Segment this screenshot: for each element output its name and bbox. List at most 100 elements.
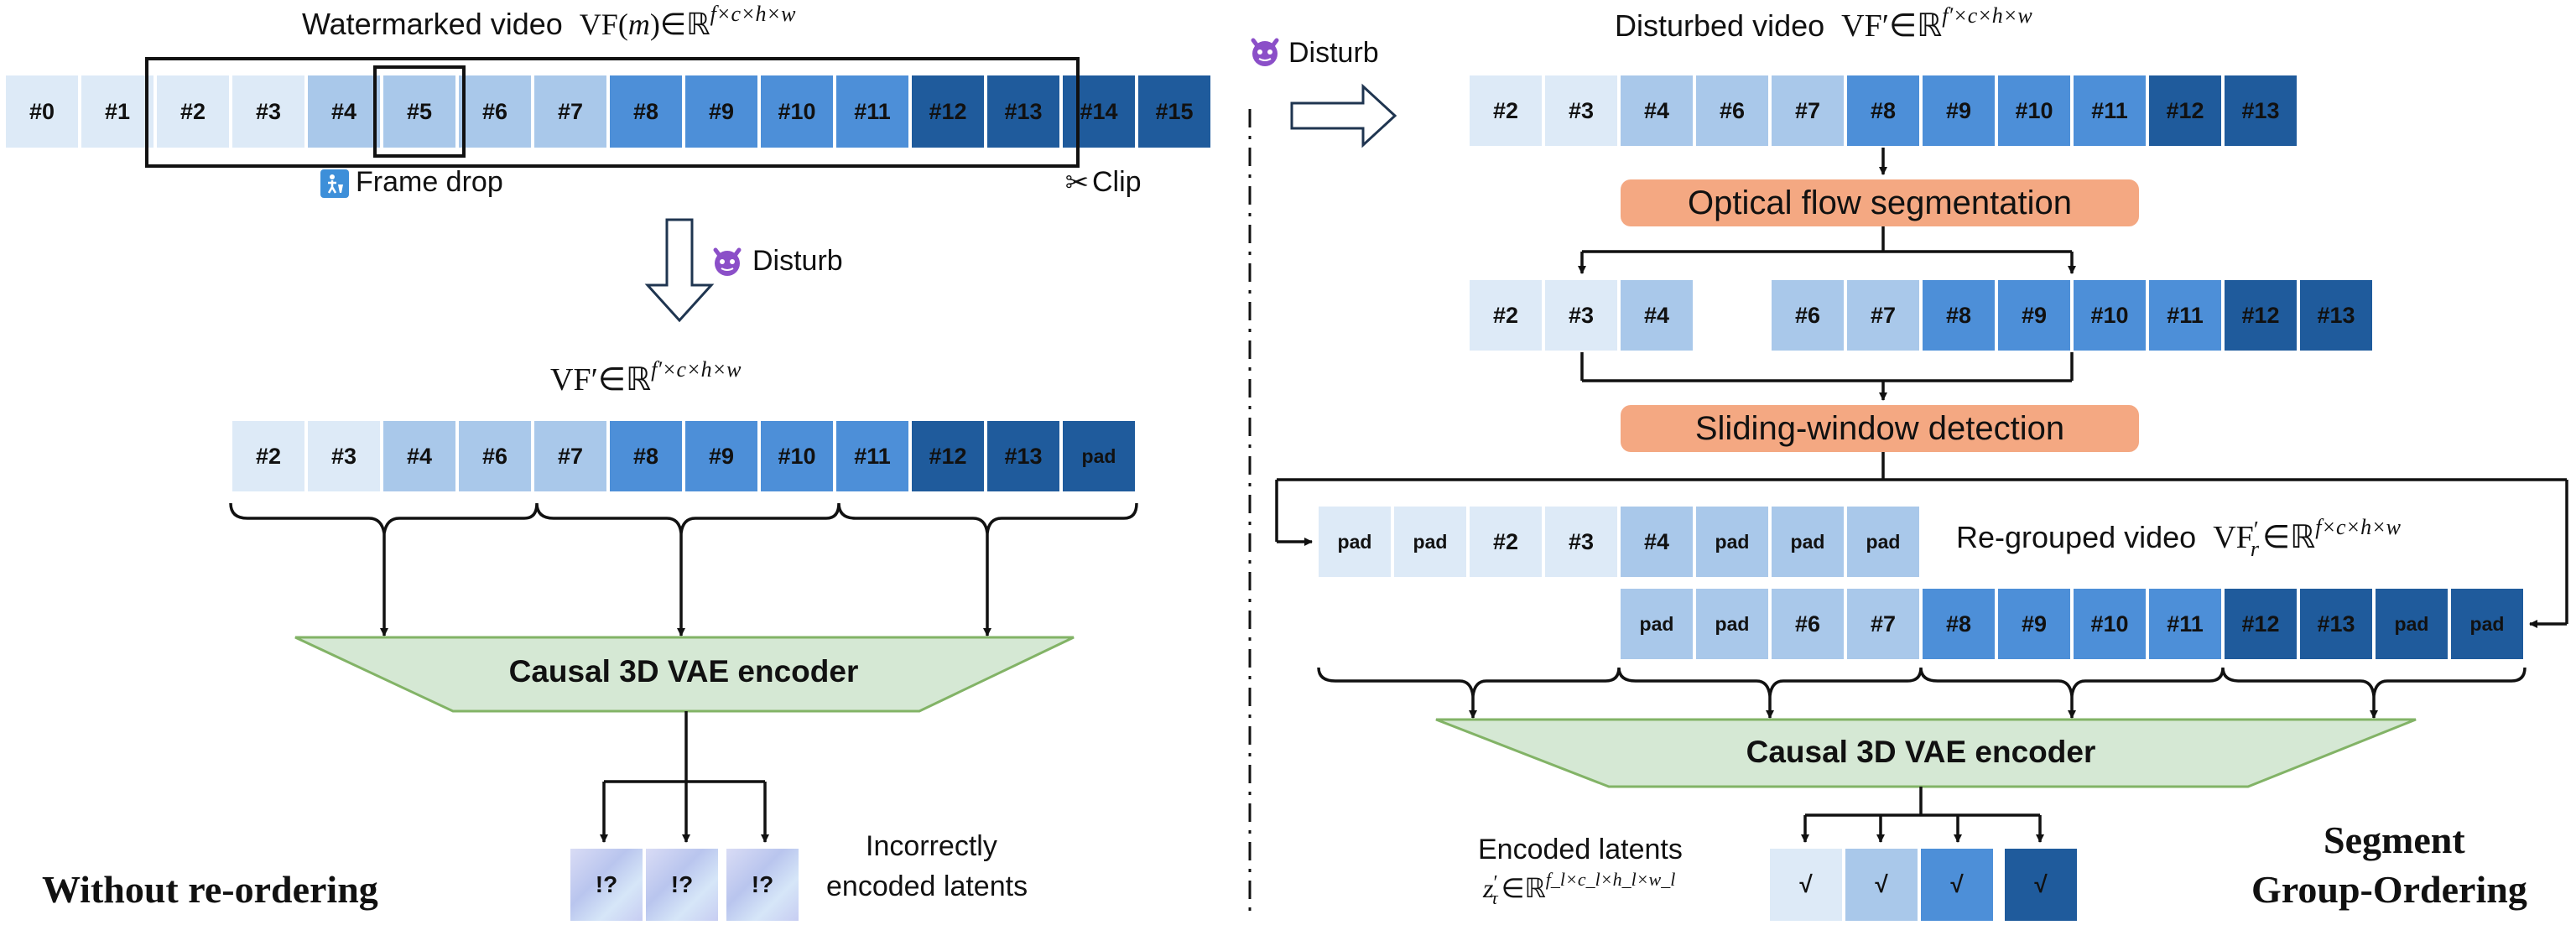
frame-cell: #0 bbox=[4, 74, 80, 149]
frame-cell: #6 bbox=[1694, 74, 1770, 148]
encoded-formula-rest: ∈ℝ bbox=[1501, 873, 1546, 903]
hollow-arrow-right-icon bbox=[1290, 83, 1397, 148]
frame-cell: #3 bbox=[231, 74, 306, 149]
frame-cell-pad: pad bbox=[1845, 505, 1921, 579]
left-top-formula-main: VF( bbox=[579, 8, 628, 41]
frame-cell: #3 bbox=[1543, 278, 1619, 352]
left-mid-title: VF′∈ℝf′×c×h×w bbox=[550, 359, 742, 398]
frame-cell-pad: pad bbox=[1061, 419, 1137, 493]
regroup-formula-rest: ∈ℝ bbox=[2262, 520, 2316, 555]
right-top-formula-sup: f′×c×h×w bbox=[1942, 3, 2032, 28]
frame-cell: #4 bbox=[306, 74, 382, 149]
frame-cell-pad: pad bbox=[1694, 587, 1770, 661]
encoded-latents-caption: Encoded latents bbox=[1478, 834, 1683, 865]
frame-cell: #9 bbox=[1996, 278, 2072, 352]
frame-cell: #13 bbox=[986, 419, 1061, 493]
left-top-formula-sup: f×c×h×w bbox=[710, 2, 796, 26]
frame-cell: #4 bbox=[382, 419, 457, 493]
left-mid-formula-main: VF′∈ℝ bbox=[550, 362, 652, 398]
scissors-icon: ✂ bbox=[1064, 167, 1090, 199]
frame-cell: #2 bbox=[1468, 74, 1543, 148]
frame-cell: #13 bbox=[2223, 74, 2298, 148]
frame-cell: #9 bbox=[1996, 587, 2072, 661]
frame-cell: #10 bbox=[1996, 74, 2072, 148]
latent-block-correct: √ bbox=[2005, 849, 2077, 921]
frame-cell: #15 bbox=[1137, 74, 1212, 149]
frame-cell: #2 bbox=[1468, 505, 1543, 579]
encoded-latents-formula: z′τ∈ℝf_l×c_l×h_l×w_l bbox=[1483, 869, 1676, 909]
frame-cell: #10 bbox=[2072, 587, 2147, 661]
frame-cell: #4 bbox=[1619, 505, 1694, 579]
frame-cell: #6 bbox=[457, 419, 533, 493]
incorrect-latents-caption-2: encoded latents bbox=[826, 870, 1028, 902]
frame-cell: #8 bbox=[608, 74, 684, 149]
left-top-title-prefix: Watermarked video bbox=[302, 7, 563, 41]
frame-cell: #11 bbox=[2072, 74, 2147, 148]
frame-cell: #7 bbox=[1770, 74, 1845, 148]
frame-drop-box bbox=[373, 65, 466, 158]
regroup-title: Re-grouped video VF′r∈ℝf×c×h×w bbox=[1956, 515, 2401, 562]
frame-cell: #8 bbox=[1921, 587, 1996, 661]
latent-block-incorrect: !? bbox=[646, 849, 718, 921]
frame-cell-pad: pad bbox=[2449, 587, 2525, 661]
hollow-arrow-down-icon bbox=[644, 218, 715, 323]
frame-cell-pad: pad bbox=[1770, 505, 1845, 579]
frame-cell: #11 bbox=[835, 419, 910, 493]
frame-cell-dropped: #5 bbox=[382, 74, 457, 149]
section-label-group-ordering: Group-Ordering bbox=[2251, 868, 2527, 911]
encoded-formula-sup: f_l×c_l×h_l×w_l bbox=[1545, 869, 1676, 890]
right-disturb-label: Disturb bbox=[1288, 37, 1379, 69]
frame-cell: #13 bbox=[2298, 587, 2374, 661]
left-top-formula-m: m bbox=[627, 8, 650, 41]
regroup-formula-prime: ′ bbox=[2253, 517, 2259, 543]
left-top-title: Watermarked video VF(m)∈ℝf×c×h×w bbox=[302, 3, 795, 42]
frame-cell: #7 bbox=[1845, 587, 1921, 661]
left-disturb-label: Disturb bbox=[752, 245, 843, 277]
latent-block-incorrect: !? bbox=[570, 849, 643, 921]
regroup-formula-main: VF bbox=[2213, 520, 2254, 555]
right-top-formula-main: VF′∈ℝ bbox=[1841, 8, 1943, 44]
frame-cell: #13 bbox=[2298, 278, 2374, 352]
frame-cell: #14 bbox=[1061, 74, 1137, 149]
regroup-formula-sup: f×c×h×w bbox=[2315, 515, 2401, 539]
frame-cell: #11 bbox=[2147, 278, 2223, 352]
frame-cell: #12 bbox=[2223, 278, 2298, 352]
right-encoder-trapezoid bbox=[1435, 718, 2417, 788]
frame-cell: #4 bbox=[1619, 74, 1694, 148]
encoded-formula-sub: τ bbox=[1491, 887, 1498, 908]
frame-cell: #12 bbox=[910, 74, 986, 149]
section-label-without-reordering: Without re-ordering bbox=[42, 868, 378, 911]
encoded-formula-prime: ′ bbox=[1493, 872, 1498, 894]
left-top-formula-rest: )∈ℝ bbox=[649, 8, 710, 41]
frame-cell: #3 bbox=[1543, 74, 1619, 148]
frame-drop-icon bbox=[320, 169, 349, 198]
frame-cell: #4 bbox=[1619, 278, 1694, 352]
frame-cell: #9 bbox=[1921, 74, 1996, 148]
frame-cell-pad: pad bbox=[1317, 505, 1392, 579]
frame-cell: #11 bbox=[835, 74, 910, 149]
frame-cell: #6 bbox=[1770, 587, 1845, 661]
latent-block-correct: √ bbox=[1921, 849, 1993, 921]
right-top-title-prefix: Disturbed video bbox=[1615, 8, 1825, 43]
frame-cell: #11 bbox=[2147, 587, 2223, 661]
frame-cell-pad: pad bbox=[1392, 505, 1468, 579]
frame-cell: #6 bbox=[457, 74, 533, 149]
frame-cell: #13 bbox=[986, 74, 1061, 149]
section-label-segment: Segment bbox=[2324, 818, 2465, 861]
regroup-formula-sub: r bbox=[2250, 537, 2260, 561]
frame-cell: #2 bbox=[1468, 278, 1543, 352]
incorrect-latents-caption-1: Incorrectly bbox=[866, 830, 997, 862]
encoded-formula-main: z bbox=[1483, 873, 1494, 903]
left-encoder-label-overlay: Causal 3D VAE encoder bbox=[508, 654, 859, 689]
frame-cell: #8 bbox=[1845, 74, 1921, 148]
latent-block-correct: √ bbox=[1845, 849, 1918, 921]
optical-flow-segmentation-box: Optical flow segmentation bbox=[1621, 179, 2139, 226]
frame-cell-pad: pad bbox=[1619, 587, 1694, 661]
left-encoder-trapezoid bbox=[294, 636, 1075, 713]
right-top-title: Disturbed video VF′∈ℝf′×c×h×w bbox=[1615, 5, 2032, 44]
frame-cell: #9 bbox=[684, 74, 759, 149]
regroup-title-prefix: Re-grouped video bbox=[1956, 520, 2197, 554]
frame-cell: #7 bbox=[1845, 278, 1921, 352]
frame-cell: #12 bbox=[2223, 587, 2298, 661]
frame-cell: #7 bbox=[533, 74, 608, 149]
